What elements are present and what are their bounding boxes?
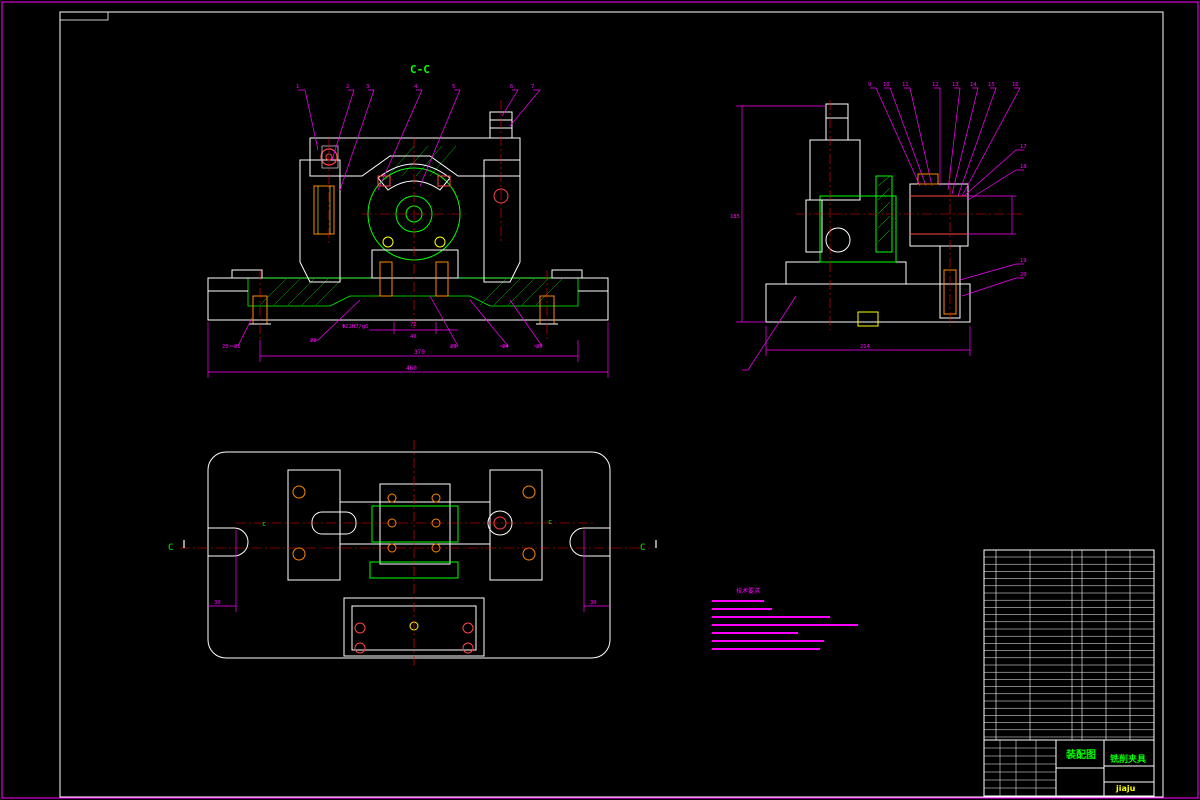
- side-leader-15: 15: [988, 82, 995, 88]
- plan-dim-right: 30: [590, 600, 597, 606]
- plan-view: 30 30 C C c c: [168, 440, 657, 666]
- leader-6: 6: [510, 84, 513, 90]
- side-base: [765, 283, 971, 323]
- side-leader-18: 18: [1020, 164, 1027, 170]
- side-leader-19: 19: [1020, 258, 1027, 264]
- dim-inner: 370: [414, 349, 425, 356]
- side-leader-14: 14: [970, 82, 977, 88]
- side-upright: [809, 139, 861, 201]
- side-leader-20: 20: [1020, 272, 1027, 278]
- side-dim-height: 185: [730, 214, 740, 220]
- technical-requirements: 技术要求: [712, 587, 858, 650]
- side-leader-lines: [736, 87, 1024, 371]
- right-support: [483, 159, 521, 283]
- base-plate: [207, 277, 609, 321]
- plan-dim-left: 30: [214, 600, 221, 606]
- section-mark-right: C: [640, 543, 645, 553]
- clamp-bar: [309, 137, 521, 177]
- leader-3: 3: [366, 84, 369, 90]
- leader-21: 21: [234, 344, 241, 350]
- dim-mid: 40: [410, 334, 417, 340]
- leader-24: 24: [502, 344, 509, 350]
- leader-5: 5: [452, 84, 455, 90]
- tech-req-title: 技术要求: [736, 587, 760, 595]
- section-mark-left: C: [168, 543, 173, 553]
- left-support: [299, 159, 341, 283]
- side-leader-13: 13: [952, 82, 959, 88]
- dim-overall: 460: [406, 365, 417, 372]
- side-view: 9 10 11 12 13 14 15 16 17 18 19 20 185 2…: [730, 82, 1027, 371]
- leader-22: 22: [310, 338, 317, 344]
- side-leader-10: 10: [883, 82, 890, 88]
- side-leader-11: 11: [902, 82, 909, 88]
- designer-name: jiaju: [1116, 784, 1136, 793]
- dim-dia: Φ22H7/g6: [342, 324, 369, 330]
- drawing-name: 装配图: [1066, 750, 1096, 761]
- title-block: [983, 739, 1155, 797]
- plan-base: [207, 451, 611, 659]
- section-mark-small-left: c: [262, 520, 266, 528]
- section-label: C-C: [410, 63, 430, 76]
- side-leader-9: 9: [868, 82, 871, 88]
- part-name: 铣削夹具: [1110, 755, 1147, 765]
- leader-2: 2: [346, 84, 349, 90]
- side-leader-17: 17: [1020, 144, 1027, 150]
- dim-center: 72: [410, 322, 417, 328]
- side-leader-12: 12: [932, 82, 939, 88]
- inner-border: [59, 11, 1164, 798]
- front-section-view: C-C: [207, 63, 609, 378]
- base-hatch: [247, 277, 579, 307]
- side-dim-width: 214: [860, 344, 871, 350]
- leader-1: 1: [296, 84, 299, 90]
- leader-7: 7: [531, 84, 534, 90]
- leader-23: 23: [450, 344, 457, 350]
- side-cutter: [909, 183, 969, 247]
- parts-list-table: [983, 549, 1155, 741]
- section-mark-small-right: c: [548, 518, 552, 526]
- leader-lines: [230, 89, 543, 347]
- dimension-lines: [207, 322, 609, 378]
- leader-25: 25: [536, 344, 543, 350]
- leader-4: 4: [414, 84, 418, 90]
- code-box: [59, 11, 109, 21]
- tech-req-lines: [712, 600, 858, 650]
- side-leader-16: 16: [1012, 82, 1019, 88]
- hatch-lines: [259, 145, 563, 306]
- leader-20: 20: [222, 344, 229, 350]
